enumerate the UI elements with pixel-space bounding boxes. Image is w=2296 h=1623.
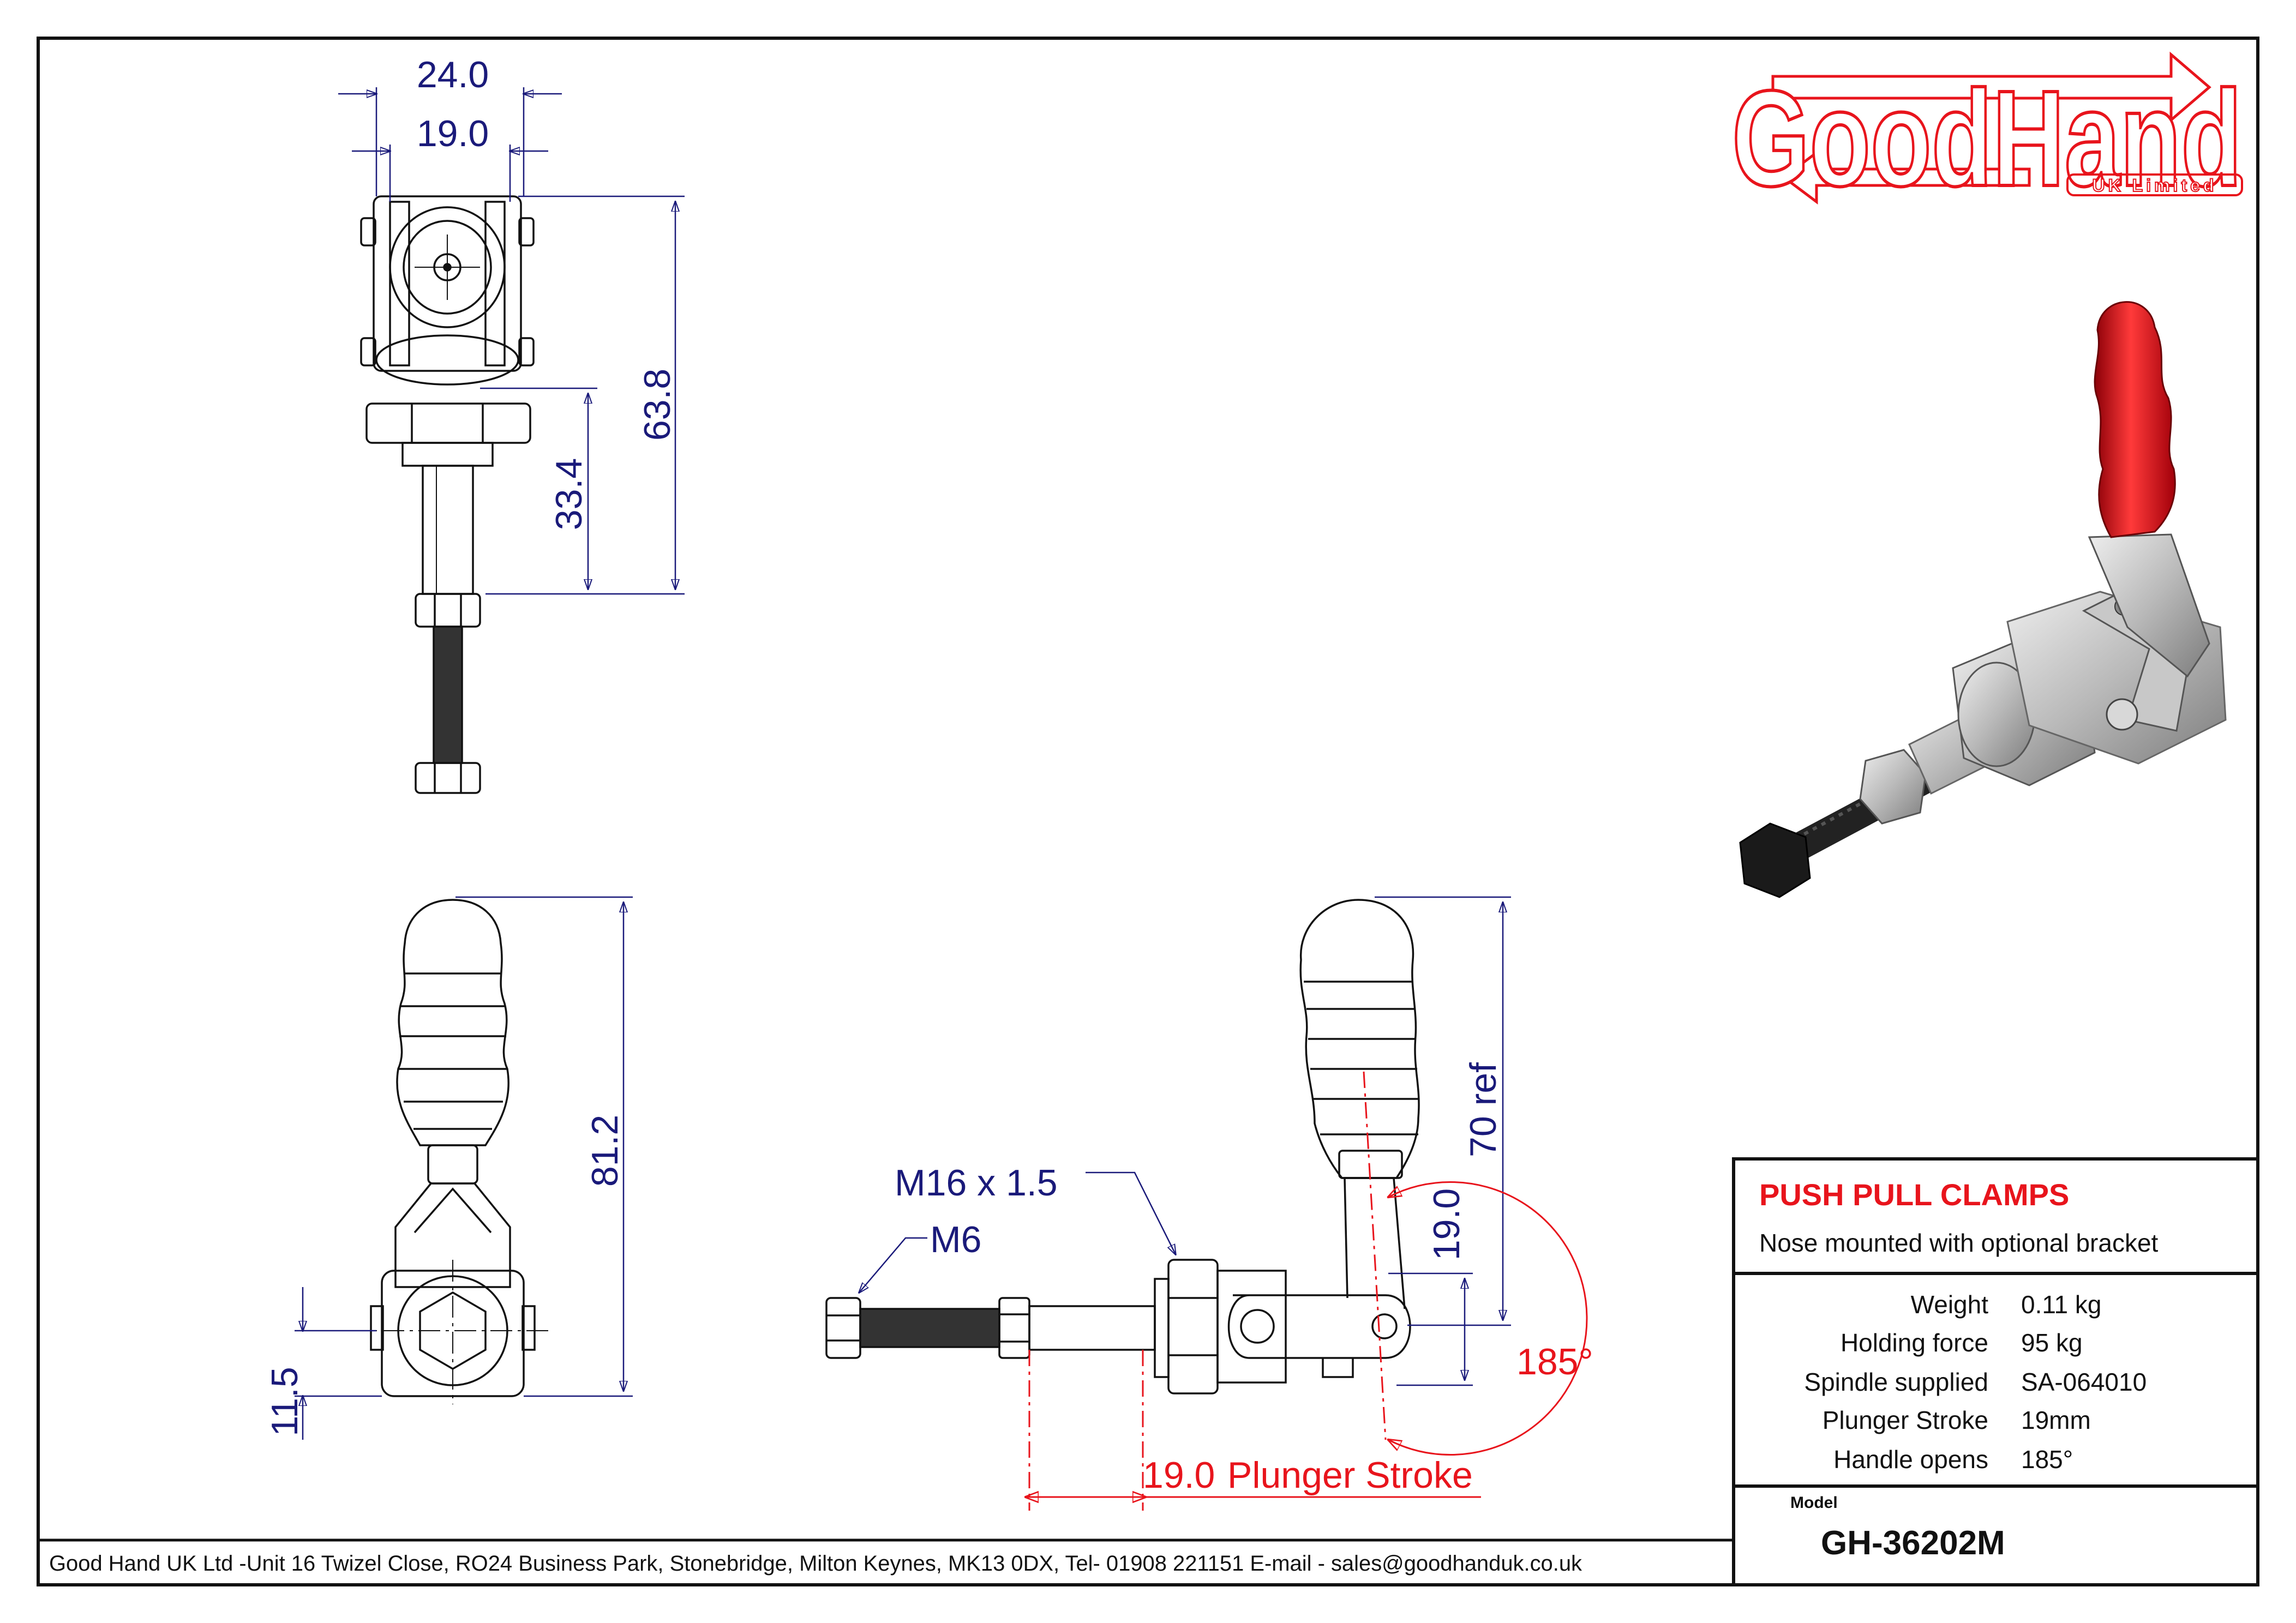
dim-width-outer: 24.0: [417, 54, 489, 95]
stroke-dimensions: [1026, 1071, 1588, 1511]
bolt-head-3d: [1739, 822, 1811, 898]
spec-label-holding-force: Holding force: [1841, 1329, 1988, 1357]
side-view-drawing: [825, 899, 1420, 1394]
dim-thread-main: M16 x 1.5: [895, 1162, 1058, 1204]
dim-stroke-value: 19.0: [1143, 1454, 1215, 1496]
logo-wordmark: GoodHand: [1732, 62, 2242, 214]
spec-label-weight: Weight: [1911, 1290, 1989, 1319]
dim-offset-small: 11.5: [264, 1367, 305, 1436]
dim-pivot-offset: 19.0: [1426, 1188, 1467, 1260]
dim-handle-angle: 185°: [1516, 1341, 1593, 1382]
red-grip-3d: [2094, 301, 2176, 538]
clamp-3d-render: [1739, 301, 2227, 898]
spec-value-plunger-stroke: 19mm: [2021, 1406, 2091, 1434]
model-label: Model: [1790, 1494, 1838, 1512]
end-view-dimensions: [338, 87, 685, 595]
logo-arrow-bottom: [1781, 150, 2031, 205]
footer-address: Good Hand UK Ltd -Unit 16 Twizel Close, …: [49, 1552, 1582, 1576]
dim-stroke-label: Plunger Stroke: [1227, 1454, 1473, 1496]
spec-label-spindle: Spindle supplied: [1804, 1368, 1988, 1396]
logo-sub-box: [2066, 173, 2243, 196]
spec-value-weight: 0.11 kg: [2021, 1290, 2101, 1319]
title-block-title: PUSH PULL CLAMPS: [1759, 1177, 2069, 1212]
outer-border: [37, 37, 2259, 1586]
dim-height-plunger: 33.4: [548, 458, 590, 530]
end-view-drawing: [360, 195, 535, 794]
model-number: GH-36202M: [1821, 1524, 2005, 1562]
logo-arrow-top: [1771, 51, 2211, 123]
spec-label-plunger-stroke: Plunger Stroke: [1823, 1406, 1988, 1434]
spec-value-holding-force: 95 kg: [2021, 1329, 2083, 1357]
logo-subtitle: UK Limited: [2093, 176, 2217, 195]
dim-ref-height: 70 ref: [1462, 1062, 1504, 1157]
front-view-dimensions: [295, 896, 633, 1440]
title-block-subtitle: Nose mounted with optional bracket: [1759, 1229, 2159, 1257]
title-block: [1732, 1157, 2259, 1586]
spec-label-handle-opens: Handle opens: [1833, 1445, 1988, 1474]
dim-height-total: 63.8: [637, 369, 678, 441]
dim-thread-spindle: M6: [930, 1219, 981, 1260]
spec-value-spindle: SA-064010: [2021, 1368, 2147, 1396]
dim-handle-height: 81.2: [584, 1115, 626, 1187]
dim-width-inner: 19.0: [417, 113, 489, 154]
front-view-drawing: [346, 899, 551, 1404]
goodhand-logo: GoodHand UK Limited: [1730, 51, 2244, 216]
spec-value-handle-opens: 185°: [2021, 1445, 2073, 1474]
